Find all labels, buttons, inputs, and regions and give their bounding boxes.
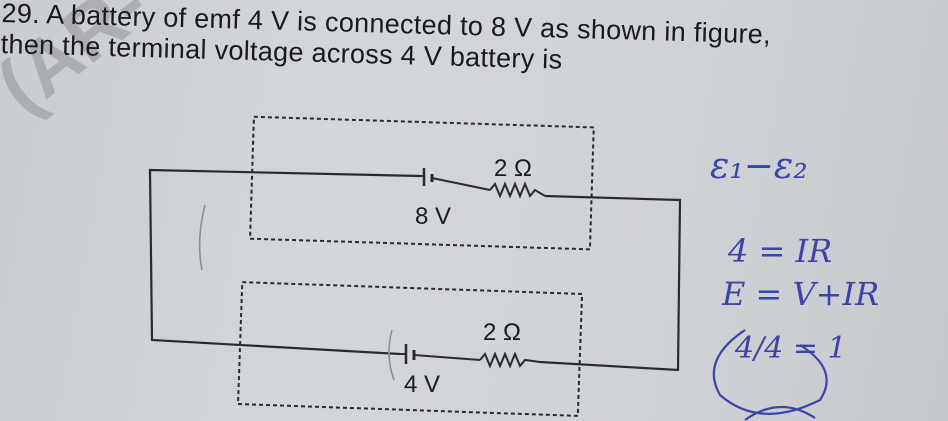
outer-wire-right — [539, 194, 682, 372]
handwritten-circle-scribble — [712, 329, 828, 415]
handwritten-terminal-voltage-formula: E = V+IR — [721, 275, 879, 313]
bottom-branch-dashed-box — [236, 281, 584, 417]
battery-8v-symbol — [420, 168, 491, 191]
resistor-bottom-symbol — [479, 351, 541, 369]
pencil-mark — [198, 204, 206, 271]
battery-4v-label: 4 V — [404, 371, 440, 398]
resistor-top-label: 2 Ω — [494, 155, 532, 182]
handwritten-ohm-law: 4 = IR — [727, 232, 832, 270]
battery-8v-label: 8 V — [415, 203, 451, 230]
resistor-top-symbol — [489, 181, 546, 199]
handwritten-result: 4/4 = 1 — [734, 331, 847, 366]
resistor-bottom-label: 2 Ω — [483, 319, 521, 346]
outer-wire — [148, 168, 421, 356]
handwritten-emf-difference: ε₁−ε₂ — [710, 146, 808, 187]
top-branch-dashed-box — [249, 115, 595, 251]
pencil-mark — [388, 329, 395, 381]
battery-4v-symbol — [400, 344, 481, 364]
handwritten-arc-scribble — [744, 405, 816, 421]
